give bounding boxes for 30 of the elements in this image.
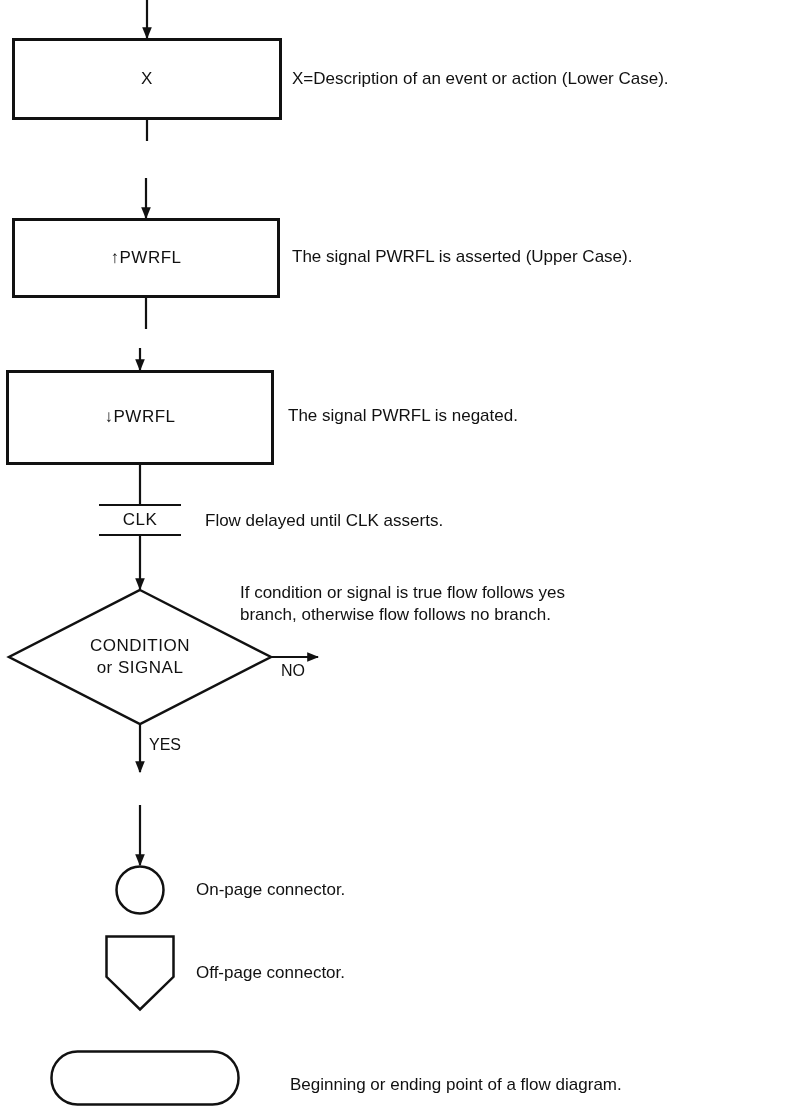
arrow: [135, 725, 145, 774]
off-page-connector: [105, 935, 175, 1011]
node-label: ↑PWRFL: [110, 246, 182, 269]
arrow: [141, 178, 151, 220]
node-label: CONDITION or SIGNAL: [89, 634, 191, 679]
connector-line: [138, 465, 142, 504]
connector-line: [145, 120, 149, 141]
description-text: If condition or signal is true flow follows yes branch, otherwise flow follows no branch.: [240, 582, 567, 627]
clock-delay-bar: [99, 504, 181, 536]
node-label: CLK: [122, 508, 158, 531]
description-text: X=Description of an event or action (Lower Case).: [292, 68, 669, 90]
description-text: On-page connector.: [196, 879, 346, 901]
description-text: Beginning or ending point of a flow diagram.: [290, 1074, 622, 1096]
process-box: [12, 218, 280, 298]
terminal-shape: [50, 1050, 240, 1106]
connector-line: [144, 298, 148, 329]
description-text: Flow delayed until CLK asserts.: [205, 510, 444, 532]
process-box: [12, 38, 282, 120]
arrow: [135, 348, 145, 372]
description-text: The signal PWRFL is asserted (Upper Case).: [292, 246, 633, 268]
node-label: X: [141, 67, 153, 90]
node-label: ↓PWRFL: [104, 406, 176, 429]
arrow: [272, 652, 320, 662]
process-box: [6, 370, 274, 465]
description-text: The signal PWRFL is negated.: [288, 405, 518, 427]
arrow: [135, 536, 145, 591]
arrow: [142, 0, 152, 40]
arrow: [135, 805, 145, 867]
description-text: Off-page connector.: [196, 962, 345, 984]
connector-circle: [115, 865, 165, 915]
